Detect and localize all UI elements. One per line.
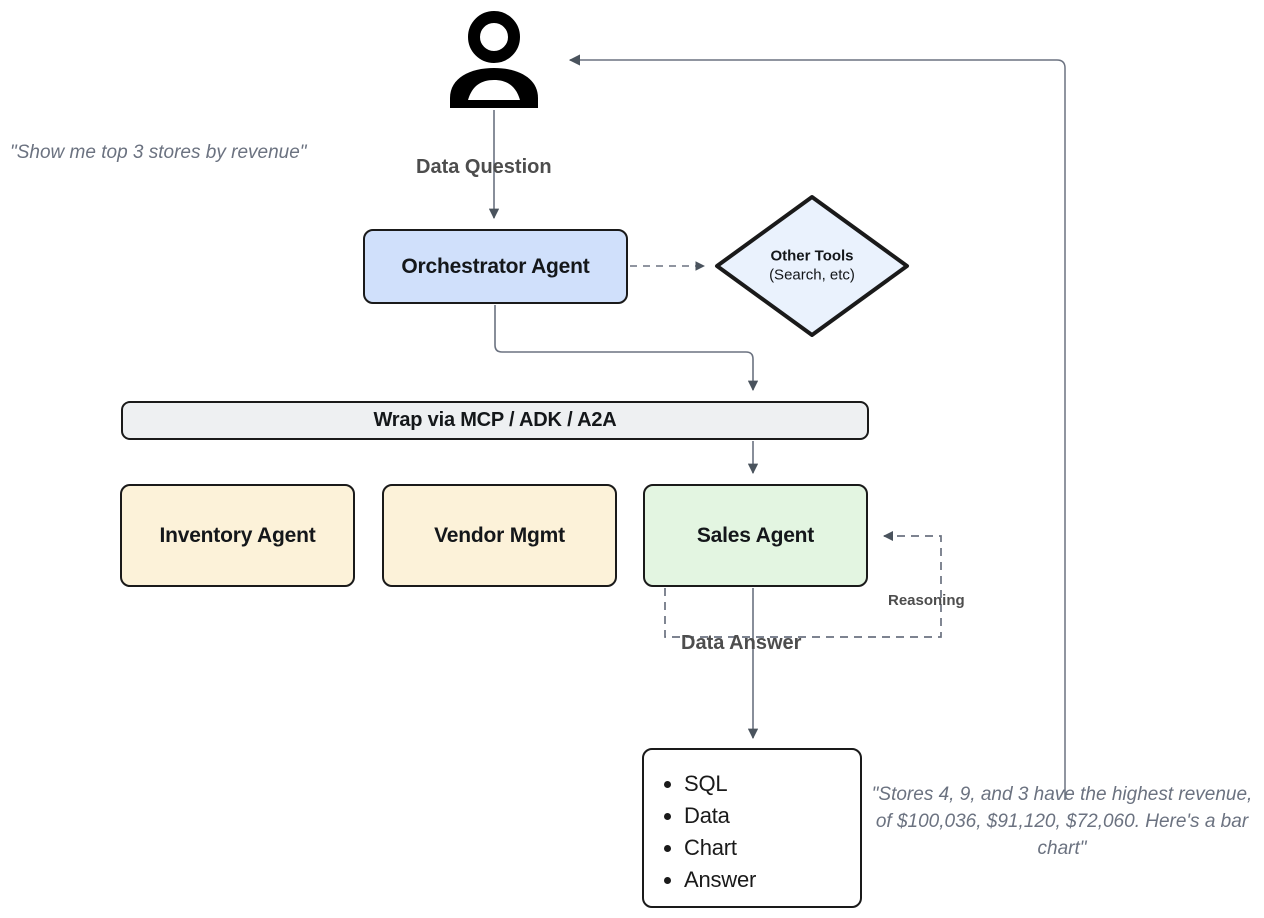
orchestrator-agent-label: Orchestrator Agent <box>401 254 590 278</box>
node-other-tools[interactable]: Other Tools (Search, etc) <box>712 192 912 340</box>
edge-label-reasoning: Reasoning <box>888 592 965 609</box>
diamond-shape <box>715 195 909 337</box>
final-answer-quote: "Stores 4, 9, and 3 have the highest rev… <box>871 784 1253 859</box>
node-mcp-wrapper-bar[interactable]: Wrap via MCP / ADK / A2A <box>121 401 869 440</box>
node-inventory-agent[interactable]: Inventory Agent <box>120 484 355 587</box>
vendor-mgmt-agent-label: Vendor Mgmt <box>434 523 565 547</box>
sales-agent-label: Sales Agent <box>696 523 815 547</box>
node-orchestrator-agent[interactable]: Orchestrator Agent <box>363 229 628 304</box>
list-item: SQL <box>684 768 860 800</box>
other-tools-subtitle: (Search, etc) <box>769 266 855 283</box>
person-icon <box>444 10 544 110</box>
other-tools-title: Other Tools <box>770 247 854 265</box>
user-question-quote: "Show me top 3 stores by revenue" <box>10 142 307 163</box>
list-item: Answer <box>684 864 860 896</box>
inventory-agent-label: Inventory Agent <box>159 523 316 547</box>
node-vendor-mgmt-agent[interactable]: Vendor Mgmt <box>382 484 617 587</box>
list-item: Data <box>684 800 860 832</box>
node-output-artifacts[interactable]: SQL Data Chart Answer <box>642 748 862 908</box>
output-artifacts-list: SQL Data Chart Answer <box>666 768 860 896</box>
edge-label-data-answer: Data Answer <box>681 632 802 654</box>
node-sales-agent[interactable]: Sales Agent <box>643 484 868 587</box>
edge-label-data-question: Data Question <box>416 156 552 178</box>
list-item: Chart <box>684 832 860 864</box>
mcp-wrapper-bar-label: Wrap via MCP / ADK / A2A <box>373 409 617 431</box>
